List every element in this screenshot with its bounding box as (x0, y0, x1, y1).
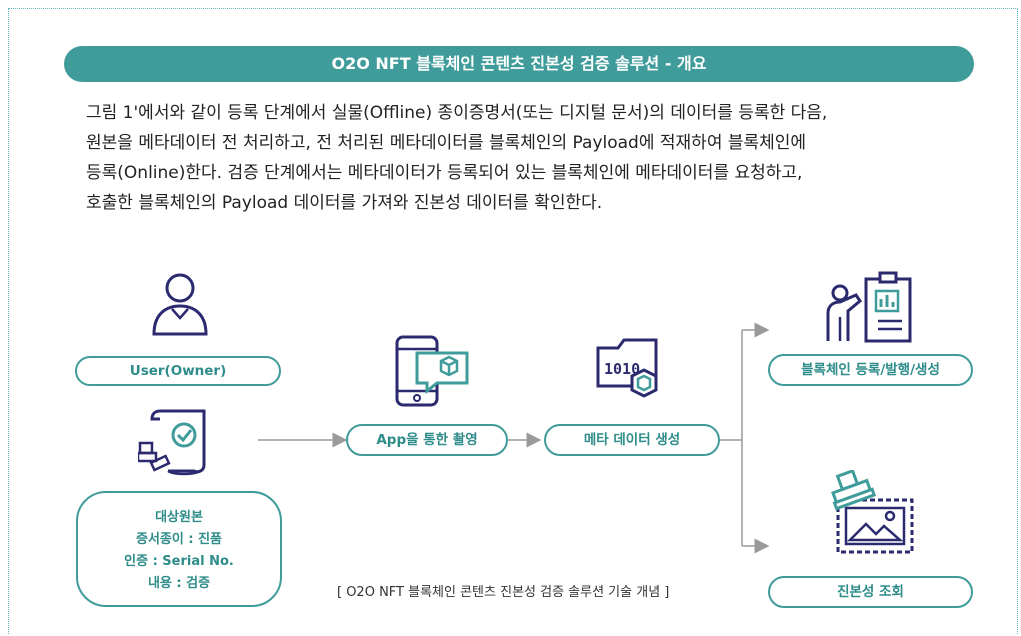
description-line: 등록(Online)한다. 검증 단계에서는 메타데이터가 등록되어 있는 블록… (86, 163, 803, 183)
step-meta-generation: 메타 데이터 생성 (544, 424, 720, 456)
description-paragraph: 그림 1'에서와 같이 등록 단계에서 실물(Offline) 종이증명서(또는… (86, 98, 986, 218)
source-document-box: 대상원본 증서종이 : 진품 인증 : Serial No. 내용 : 검증 (76, 491, 282, 607)
output-authenticity-check: 진본성 조회 (768, 576, 973, 608)
output-blockchain-register: 블록체인 등록/발행/생성 (768, 354, 973, 386)
source-title: 대상원본 (155, 510, 203, 525)
content-frame (8, 8, 1018, 634)
source-line: 내용 : 검증 (147, 576, 211, 591)
description-line: 원본을 메타데이터 전 처리하고, 전 처리된 메타데이터를 블록체인의 Pay… (86, 133, 807, 153)
section-title: O2O NFT 블록체인 콘텐츠 진본성 검증 솔루션 - 개요 (64, 46, 974, 82)
data-folder-icon: 1010 (596, 338, 658, 398)
svg-text:1010: 1010 (604, 360, 640, 378)
description-line: 그림 1'에서와 같이 등록 단계에서 실물(Offline) 종이증명서(또는… (86, 103, 828, 123)
presentation-board-icon (826, 271, 912, 343)
user-icon (152, 273, 208, 336)
figure-caption: [ O2O NFT 블록체인 콘텐츠 진본성 검증 솔루션 기술 개념 ] (337, 585, 670, 600)
certificate-stamp-icon (138, 409, 206, 476)
source-line: 증서종이 : 진품 (135, 532, 222, 547)
phone-capture-icon (395, 335, 469, 407)
step-app-capture: App을 통한 촬영 (346, 424, 508, 456)
user-owner-label: User(Owner) (75, 356, 281, 386)
source-line: 인증 : Serial No. (124, 554, 234, 569)
stamp-verify-icon (831, 470, 914, 554)
description-line: 호출한 블록체인의 Payload 데이터를 가져와 진본성 데이터를 확인한다… (86, 193, 603, 213)
